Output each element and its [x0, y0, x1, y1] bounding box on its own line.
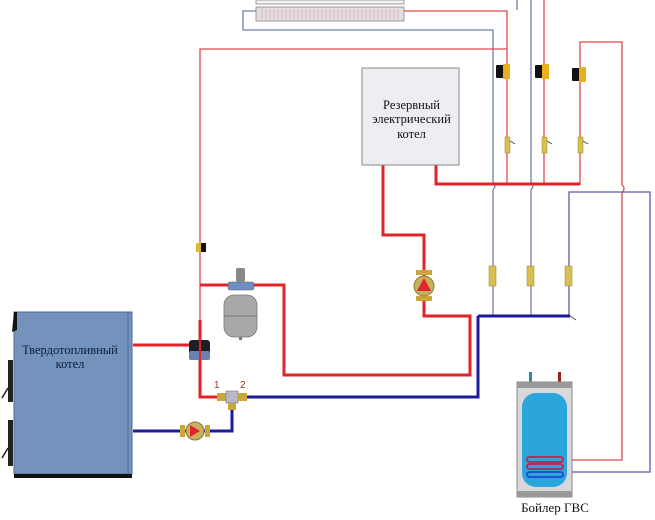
return-main [133, 314, 570, 433]
dhw-return-line [568, 191, 651, 473]
valve-port-2-label: 2 [240, 380, 246, 391]
circulation-pump-electric [413, 270, 435, 301]
expansion-tank [223, 268, 258, 340]
air-vent [196, 243, 206, 252]
zone-valve-2 [535, 64, 549, 79]
circulation-pump-solid [180, 421, 210, 441]
return-balancing-valves [488, 265, 573, 287]
safety-group-block [189, 340, 210, 360]
radiator [255, 0, 405, 22]
zone-valve-1 [496, 64, 510, 79]
drain-taps [509, 140, 589, 321]
radiator-supply-lines [199, 0, 625, 461]
dhw-boiler-label: Бойлер ГВС [521, 500, 589, 515]
backup-electric-boiler [361, 67, 460, 166]
supply-balancing-valves [504, 136, 584, 154]
solid-fuel-boiler-label: Твердотопливный котел [22, 343, 118, 372]
valve-port-1-label: 1 [214, 380, 220, 391]
backup-electric-boiler-label: Резервный электрический котел [372, 98, 451, 141]
solid-fuel-boiler [1, 311, 133, 478]
zone-valve-3 [572, 67, 586, 82]
radiator-return-line [242, 0, 534, 315]
dhw-tank [516, 372, 573, 498]
three-way-valve [217, 390, 247, 410]
